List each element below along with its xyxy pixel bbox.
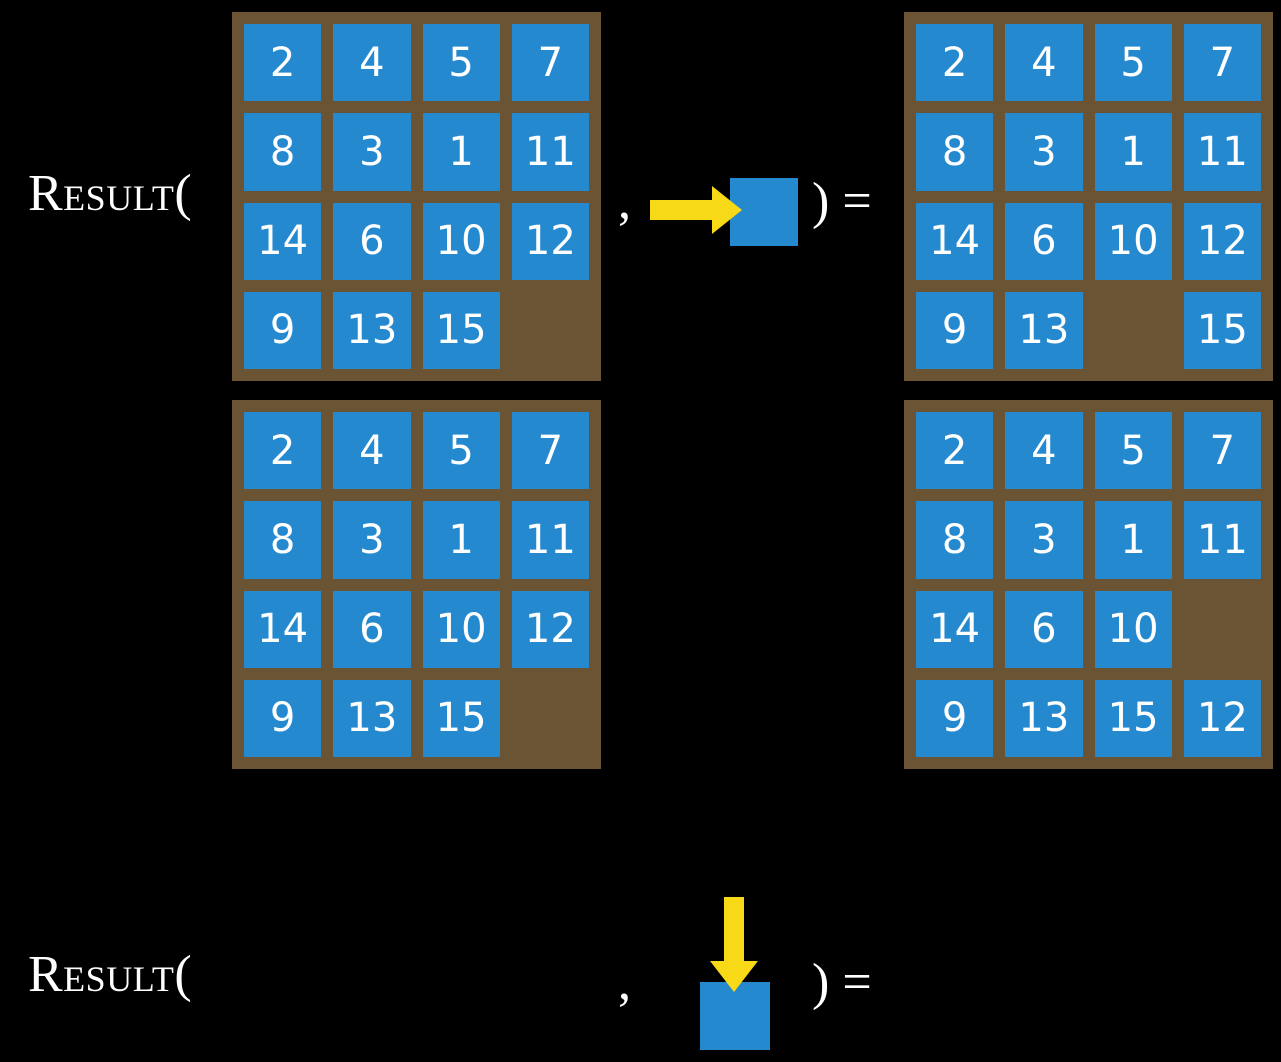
arrow-right-icon [650, 186, 742, 234]
puzzle-tile[interactable]: 10 [422, 590, 500, 668]
puzzle-blank-cell [1095, 292, 1172, 369]
puzzle-tile[interactable]: 4 [333, 24, 411, 102]
puzzle-tile[interactable]: 3 [1005, 113, 1083, 191]
close-paren-equals-row-1: ) = [812, 173, 872, 230]
puzzle-tile[interactable]: 8 [244, 501, 322, 579]
puzzle-tile[interactable]: 5 [422, 24, 500, 102]
puzzle-tile[interactable]: 11 [511, 113, 589, 191]
puzzle-tile[interactable]: 9 [244, 291, 322, 369]
puzzle-tile[interactable]: 3 [1005, 501, 1083, 579]
puzzle-tile[interactable]: 11 [1183, 113, 1261, 191]
blank-tile-square-row-1 [730, 178, 798, 246]
result-function-label-row-1: Result( [28, 165, 193, 222]
puzzle-tile[interactable]: 4 [333, 412, 411, 490]
puzzle-tile[interactable]: 1 [422, 113, 500, 191]
blank-tile-square-row-2 [700, 982, 770, 1050]
puzzle-tile[interactable]: 8 [916, 113, 994, 191]
move-operand-row-1 [650, 170, 810, 250]
puzzle-tile[interactable]: 1 [1094, 501, 1172, 579]
puzzle-tile[interactable]: 7 [1183, 24, 1261, 102]
result-function-label-row-2: Result( [28, 946, 193, 1003]
puzzle-blank-cell [512, 292, 589, 369]
puzzle-tile[interactable]: 9 [244, 679, 322, 757]
puzzle-tile[interactable]: 12 [1183, 679, 1261, 757]
puzzle-tile[interactable]: 13 [333, 679, 411, 757]
puzzle-tile[interactable]: 15 [422, 679, 500, 757]
puzzle-tile[interactable]: 6 [1005, 202, 1083, 280]
puzzle-tile[interactable]: 15 [422, 291, 500, 369]
puzzle-tile[interactable]: 13 [333, 291, 411, 369]
puzzle-tile[interactable]: 12 [511, 590, 589, 668]
puzzle-tile[interactable]: 7 [1183, 412, 1261, 490]
puzzle-tile[interactable]: 7 [511, 412, 589, 490]
puzzle-tile[interactable]: 1 [422, 501, 500, 579]
puzzle-tile[interactable]: 14 [244, 590, 322, 668]
puzzle-tile[interactable]: 10 [1094, 590, 1172, 668]
puzzle-tile[interactable]: 10 [1094, 202, 1172, 280]
puzzle-tile[interactable]: 2 [916, 24, 994, 102]
puzzle-tile[interactable]: 3 [333, 113, 411, 191]
puzzle-tile[interactable]: 15 [1183, 291, 1261, 369]
puzzle-tile[interactable]: 15 [1094, 679, 1172, 757]
puzzle-tile[interactable]: 14 [916, 202, 994, 280]
argument-separator-row-2: , [618, 954, 631, 1011]
puzzle-tile[interactable]: 6 [1005, 590, 1083, 668]
puzzle-tile[interactable]: 6 [333, 590, 411, 668]
puzzle-tile[interactable]: 10 [422, 202, 500, 280]
puzzle-tile[interactable]: 2 [244, 412, 322, 490]
puzzle-tile[interactable]: 13 [1005, 679, 1083, 757]
puzzle-tile[interactable]: 1 [1094, 113, 1172, 191]
puzzle-tile[interactable]: 14 [244, 202, 322, 280]
puzzle-tile[interactable]: 3 [333, 501, 411, 579]
close-paren-equals-row-2: ) = [812, 954, 872, 1011]
puzzle-tile[interactable]: 12 [1183, 202, 1261, 280]
puzzle-tile[interactable]: 5 [1094, 412, 1172, 490]
puzzle-tile[interactable]: 12 [511, 202, 589, 280]
puzzle-tile[interactable]: 13 [1005, 291, 1083, 369]
puzzle-tile[interactable]: 7 [511, 24, 589, 102]
puzzle-tile[interactable]: 5 [1094, 24, 1172, 102]
puzzle-tile[interactable]: 2 [244, 24, 322, 102]
puzzle-tile[interactable]: 5 [422, 412, 500, 490]
puzzle-tile[interactable]: 2 [916, 412, 994, 490]
puzzle-tile[interactable]: 4 [1005, 412, 1083, 490]
argument-separator-row-1: , [618, 173, 631, 230]
puzzle-tile[interactable]: 8 [916, 501, 994, 579]
puzzle-tile[interactable]: 4 [1005, 24, 1083, 102]
arrow-down-icon [710, 897, 758, 992]
puzzle-tile[interactable]: 9 [916, 679, 994, 757]
puzzle-tile[interactable]: 9 [916, 291, 994, 369]
puzzle-tile[interactable]: 14 [916, 590, 994, 668]
puzzle-tile[interactable]: 11 [1183, 501, 1261, 579]
puzzle-tile[interactable]: 11 [511, 501, 589, 579]
puzzle-blank-cell [512, 680, 589, 757]
puzzle-tile[interactable]: 6 [333, 202, 411, 280]
puzzle-blank-cell [1184, 591, 1261, 668]
puzzle-tile[interactable]: 8 [244, 113, 322, 191]
move-operand-row-2 [690, 897, 810, 1062]
